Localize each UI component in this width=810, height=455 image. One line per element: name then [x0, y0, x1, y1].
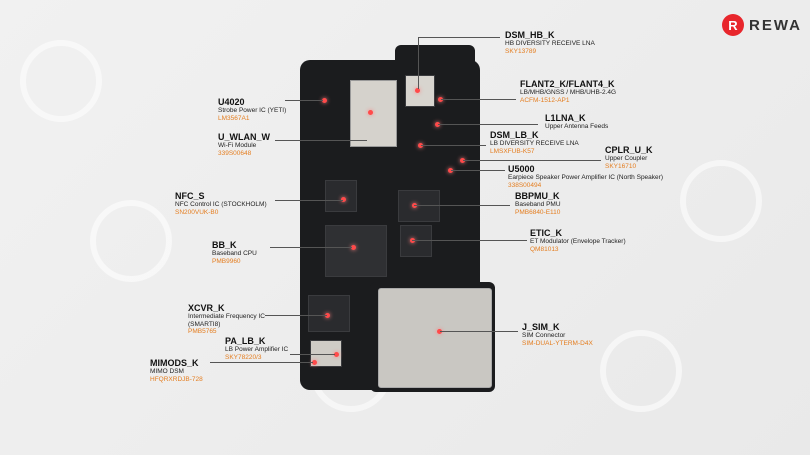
- marker-flant: [438, 97, 443, 102]
- label-bb-k: BB_K Baseband CPU PMB9960: [212, 240, 257, 265]
- marker-bb: [351, 245, 356, 250]
- label-pa-lb-k: PA_LB_K LB Power Amplifier IC SKY78220/3: [225, 336, 289, 361]
- leader-line-mimods: [210, 362, 313, 363]
- leader-line-xcvr: [265, 315, 327, 316]
- leader-line-sim: [440, 331, 518, 332]
- chip-wifi-module: [350, 80, 397, 147]
- marker-u5000: [448, 168, 453, 173]
- marker-wifi: [368, 110, 373, 115]
- leader-line-bb: [270, 247, 352, 248]
- marker-l1lna: [435, 122, 440, 127]
- marker-sim: [437, 329, 442, 334]
- label-u5000: U5000 Earpiece Speaker Power Amplifier I…: [508, 164, 663, 189]
- marker-dsm-lb: [418, 143, 423, 148]
- leader-line-flant: [441, 99, 516, 100]
- leader-line-dsm-hb-h: [418, 37, 500, 38]
- leader-line-l1lna: [438, 124, 538, 125]
- marker-mimods: [312, 360, 317, 365]
- marker-cplr: [460, 158, 465, 163]
- rewa-logo-text: REWA: [749, 16, 802, 34]
- rewa-logo-mark: R: [722, 14, 744, 36]
- marker-u4020: [322, 98, 327, 103]
- label-etic-k: ETIC_K ET Modulator (Envelope Tracker) Q…: [530, 228, 626, 253]
- leader-line-u4020: [285, 100, 323, 101]
- leader-line-cplr: [463, 160, 601, 161]
- leader-line-dsm-hb: [418, 37, 419, 89]
- label-bbpmu-k: BBPMU_K Baseband PMU PMB6840-E110: [515, 191, 561, 216]
- rewa-logo: R REWA: [722, 14, 802, 36]
- label-u-wlan-w: U_WLAN_W Wi-Fi Module 339S00648: [218, 132, 270, 157]
- watermark-logo: [600, 330, 682, 412]
- marker-dsm-hb: [415, 88, 420, 93]
- label-cplr-u-k: CPLR_U_K Upper Coupler SKY16710: [605, 145, 653, 170]
- label-dsm-hb-k: DSM_HB_K HB DIVERSITY RECEIVE LNA SKY137…: [505, 30, 595, 55]
- marker-pa-lb: [334, 352, 339, 357]
- leader-line-wifi: [275, 140, 367, 141]
- leader-line-nfc: [275, 200, 343, 201]
- label-flant2-k-flant4-k: FLANT2_K/FLANT4_K LB/MHB/GNSS / MHB/UHB-…: [520, 79, 617, 104]
- chip-bbpmu: [398, 190, 440, 222]
- logic-board-right-tab: [395, 45, 475, 75]
- leader-line-pa-lb: [290, 354, 335, 355]
- leader-line-bbpmu: [414, 205, 510, 206]
- label-dsm-lb-k: DSM_LB_K LB DIVERSITY RECEIVE LNA LMSXFU…: [490, 130, 579, 155]
- chip-etic: [400, 225, 432, 257]
- marker-nfc: [341, 197, 346, 202]
- chip-baseband-cpu: [325, 225, 387, 277]
- watermark-logo: [680, 160, 762, 242]
- label-nfc-s: NFC_S NFC Control IC (STOCKHOLM) SN200VU…: [175, 191, 267, 216]
- chip-nfc: [325, 180, 357, 212]
- label-j-sim-k: J_SIM_K SIM Connector SIM-DUAL-YTERM-D4X: [522, 322, 593, 347]
- label-l1lna-k: L1LNA_K Upper Antenna Feeds: [545, 113, 609, 131]
- label-u4020: U4020 Strobe Power IC (YETI) LM3567A1: [218, 97, 287, 122]
- marker-xcvr: [325, 313, 330, 318]
- label-xcvr-k: XCVR_K Intermediate Frequency IC (SMARTI…: [188, 303, 265, 336]
- leader-line-dsm-lb: [421, 145, 486, 146]
- watermark-logo: [90, 200, 172, 282]
- label-mimods-k: MIMODS_K MIMO DSM HFQRXRDJB-728: [150, 358, 203, 383]
- sim-connector-shield: [378, 288, 492, 388]
- leader-line-etic: [412, 240, 527, 241]
- watermark-logo: [20, 40, 102, 122]
- leader-line-u5000: [451, 170, 505, 171]
- chip-dsm-hb: [405, 75, 435, 107]
